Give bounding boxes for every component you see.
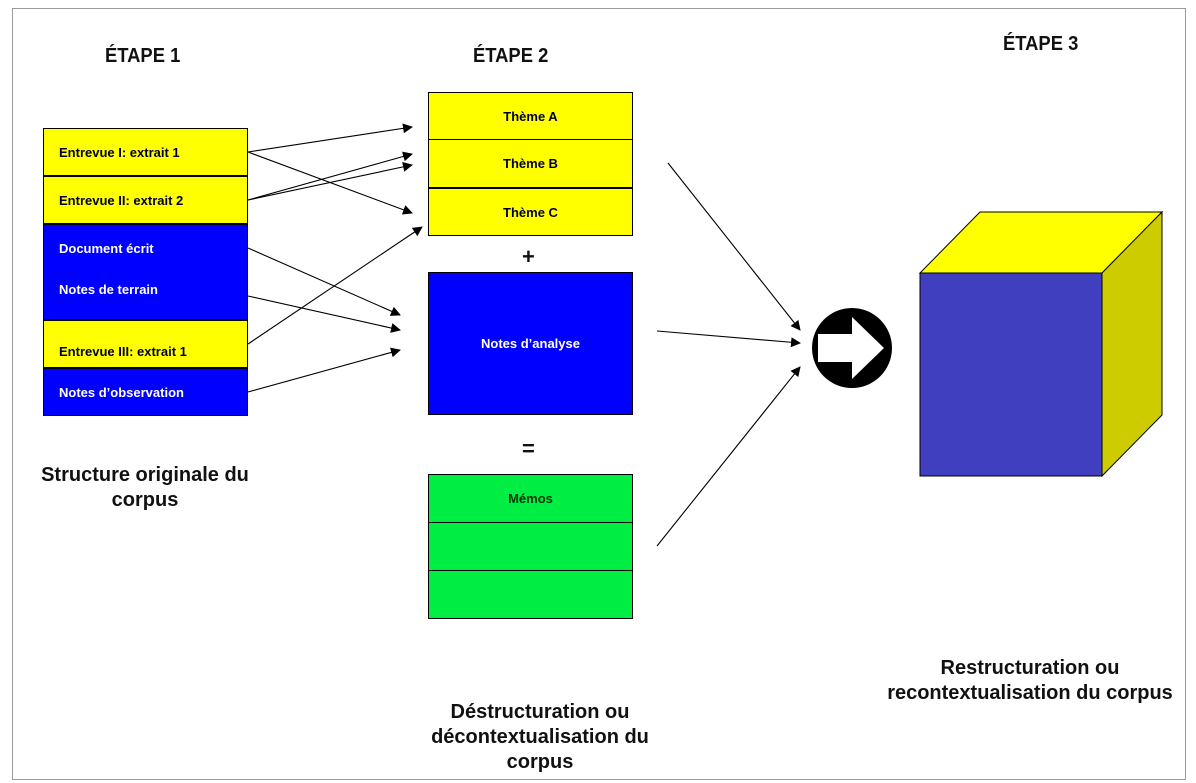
plus-sign: +: [522, 244, 535, 269]
corpus-item: Entrevue I: extrait 1: [43, 128, 248, 176]
arrow: [667, 162, 801, 331]
theme-box: Thème B: [428, 140, 633, 188]
step3-arrows: [656, 162, 801, 547]
arrow: [247, 247, 401, 316]
step2-caption: Déstructuration ou décontextualisation d…: [431, 701, 649, 773]
corpus-item: Entrevue III: extrait 1: [43, 320, 248, 368]
arrow: [247, 347, 401, 393]
arrow: [247, 295, 401, 333]
analysis-notes-box: Notes d’analyse: [428, 272, 633, 415]
arrow: [247, 161, 413, 201]
transition-arrow-icon: [812, 308, 892, 388]
memo-box: [428, 570, 633, 619]
arrow: [656, 330, 801, 348]
theme-box: Thème C: [428, 188, 633, 236]
corpus-item: Entrevue II: extrait 2: [43, 176, 248, 224]
corpus-item: Document écrit: [43, 224, 248, 272]
arrow: [656, 366, 801, 547]
step3-header: ÉTAPE 3: [1003, 33, 1079, 55]
arrow: [247, 226, 423, 345]
cube-icon: [918, 210, 1164, 478]
step1-header: ÉTAPE 1: [105, 45, 181, 67]
corpus-item: Notes de terrain: [43, 272, 248, 320]
step2-header: ÉTAPE 2: [473, 45, 549, 67]
theme-box: Thème A: [428, 92, 633, 140]
step3-caption: Restructuration ou recontextualisation d…: [887, 657, 1173, 704]
memo-box: Mémos: [428, 474, 633, 523]
memo-box: [428, 522, 633, 571]
diagram-frame: [12, 8, 1186, 780]
arrow: [247, 151, 413, 201]
arrow: [247, 123, 413, 153]
equals-sign: =: [522, 436, 535, 461]
step1-caption: Structure originale du corpus: [41, 464, 249, 511]
corpus-item: Notes d’observation: [43, 368, 248, 416]
corpus-arrows: [247, 123, 423, 393]
